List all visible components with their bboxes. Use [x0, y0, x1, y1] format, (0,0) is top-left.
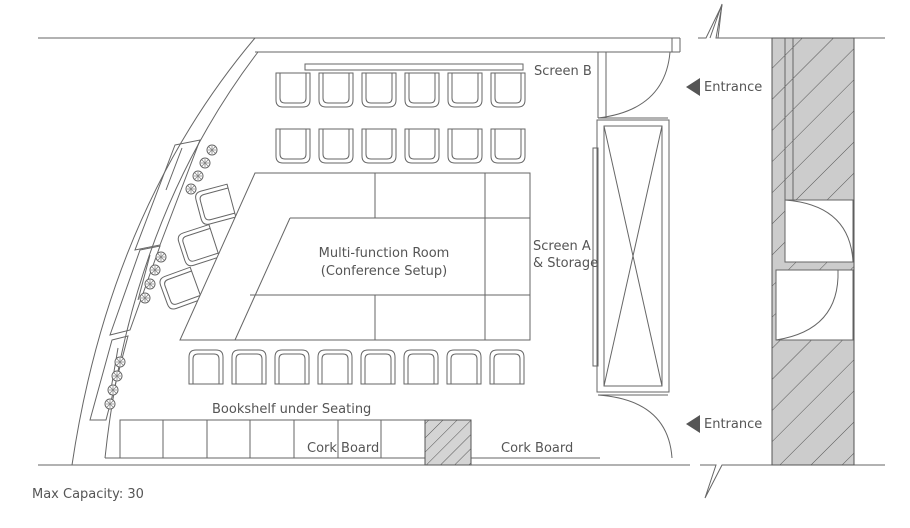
cork-board-right-label: Cork Board: [501, 441, 573, 456]
entrance-bottom-label: Entrance: [704, 417, 762, 432]
plant-icon: [155, 251, 167, 263]
chair-icon: [188, 349, 224, 385]
plant-icon: [107, 384, 119, 396]
chair-icon: [157, 266, 203, 312]
plant-icon: [185, 183, 197, 195]
hatched-column-icon: [424, 419, 472, 466]
room-setup-label: (Conference Setup): [321, 264, 447, 279]
max-capacity-label: Max Capacity: 30: [32, 487, 144, 502]
chair-icon: [489, 349, 525, 385]
chair-icon: [361, 128, 397, 164]
plant-icon: [199, 157, 211, 169]
chair-icon: [447, 128, 483, 164]
plant-icon: [149, 264, 161, 276]
screen-a-label: Screen A: [533, 239, 591, 254]
window-planters: [89, 139, 201, 421]
chair-icon: [317, 349, 353, 385]
plant-icon: [139, 292, 151, 304]
chair-icon: [361, 72, 397, 108]
chair-icon: [176, 224, 220, 268]
chair-icon: [446, 349, 482, 385]
arrow-left-icon: [686, 415, 700, 433]
conference-table: [179, 172, 531, 341]
arrow-left-icon: [686, 78, 700, 96]
chair-icon: [275, 128, 311, 164]
plant-icon: [104, 398, 116, 410]
entrance-top-label: Entrance: [704, 80, 762, 95]
plant-icon: [144, 278, 156, 290]
chair-icon: [274, 349, 310, 385]
chair-icon: [318, 128, 354, 164]
chair-icon: [318, 72, 354, 108]
screen-b-label: Screen B: [534, 64, 592, 79]
chair-icon: [403, 349, 439, 385]
cork-board-left-label: Cork Board: [307, 441, 379, 456]
plant-icon: [192, 170, 204, 182]
hatched-wall-icon: [771, 37, 855, 466]
plant-icon: [111, 370, 123, 382]
chair-row-1: [275, 72, 526, 108]
screen-b: [304, 63, 524, 71]
plant-icon: [114, 356, 126, 368]
door-swing-icon: [597, 51, 671, 119]
chair-icon: [231, 349, 267, 385]
plant-icon: [206, 144, 218, 156]
chair-icon: [275, 72, 311, 108]
chair-icon: [404, 128, 440, 164]
chair-icon: [360, 349, 396, 385]
room-name-label: Multi-function Room: [319, 246, 450, 261]
bookshelf: [119, 419, 426, 459]
chair-icon: [490, 128, 526, 164]
bookshelf-label: Bookshelf under Seating: [212, 402, 371, 417]
door-swing-icon: [597, 394, 673, 459]
chair-icon: [404, 72, 440, 108]
chair-row-3: [188, 349, 525, 385]
chair-icon: [447, 72, 483, 108]
screen-a-storage-label: & Storage: [533, 256, 598, 271]
chair-row-2: [275, 128, 526, 164]
screen-a-storage: [592, 119, 670, 393]
chair-icon: [490, 72, 526, 108]
chair-icon: [193, 183, 237, 227]
